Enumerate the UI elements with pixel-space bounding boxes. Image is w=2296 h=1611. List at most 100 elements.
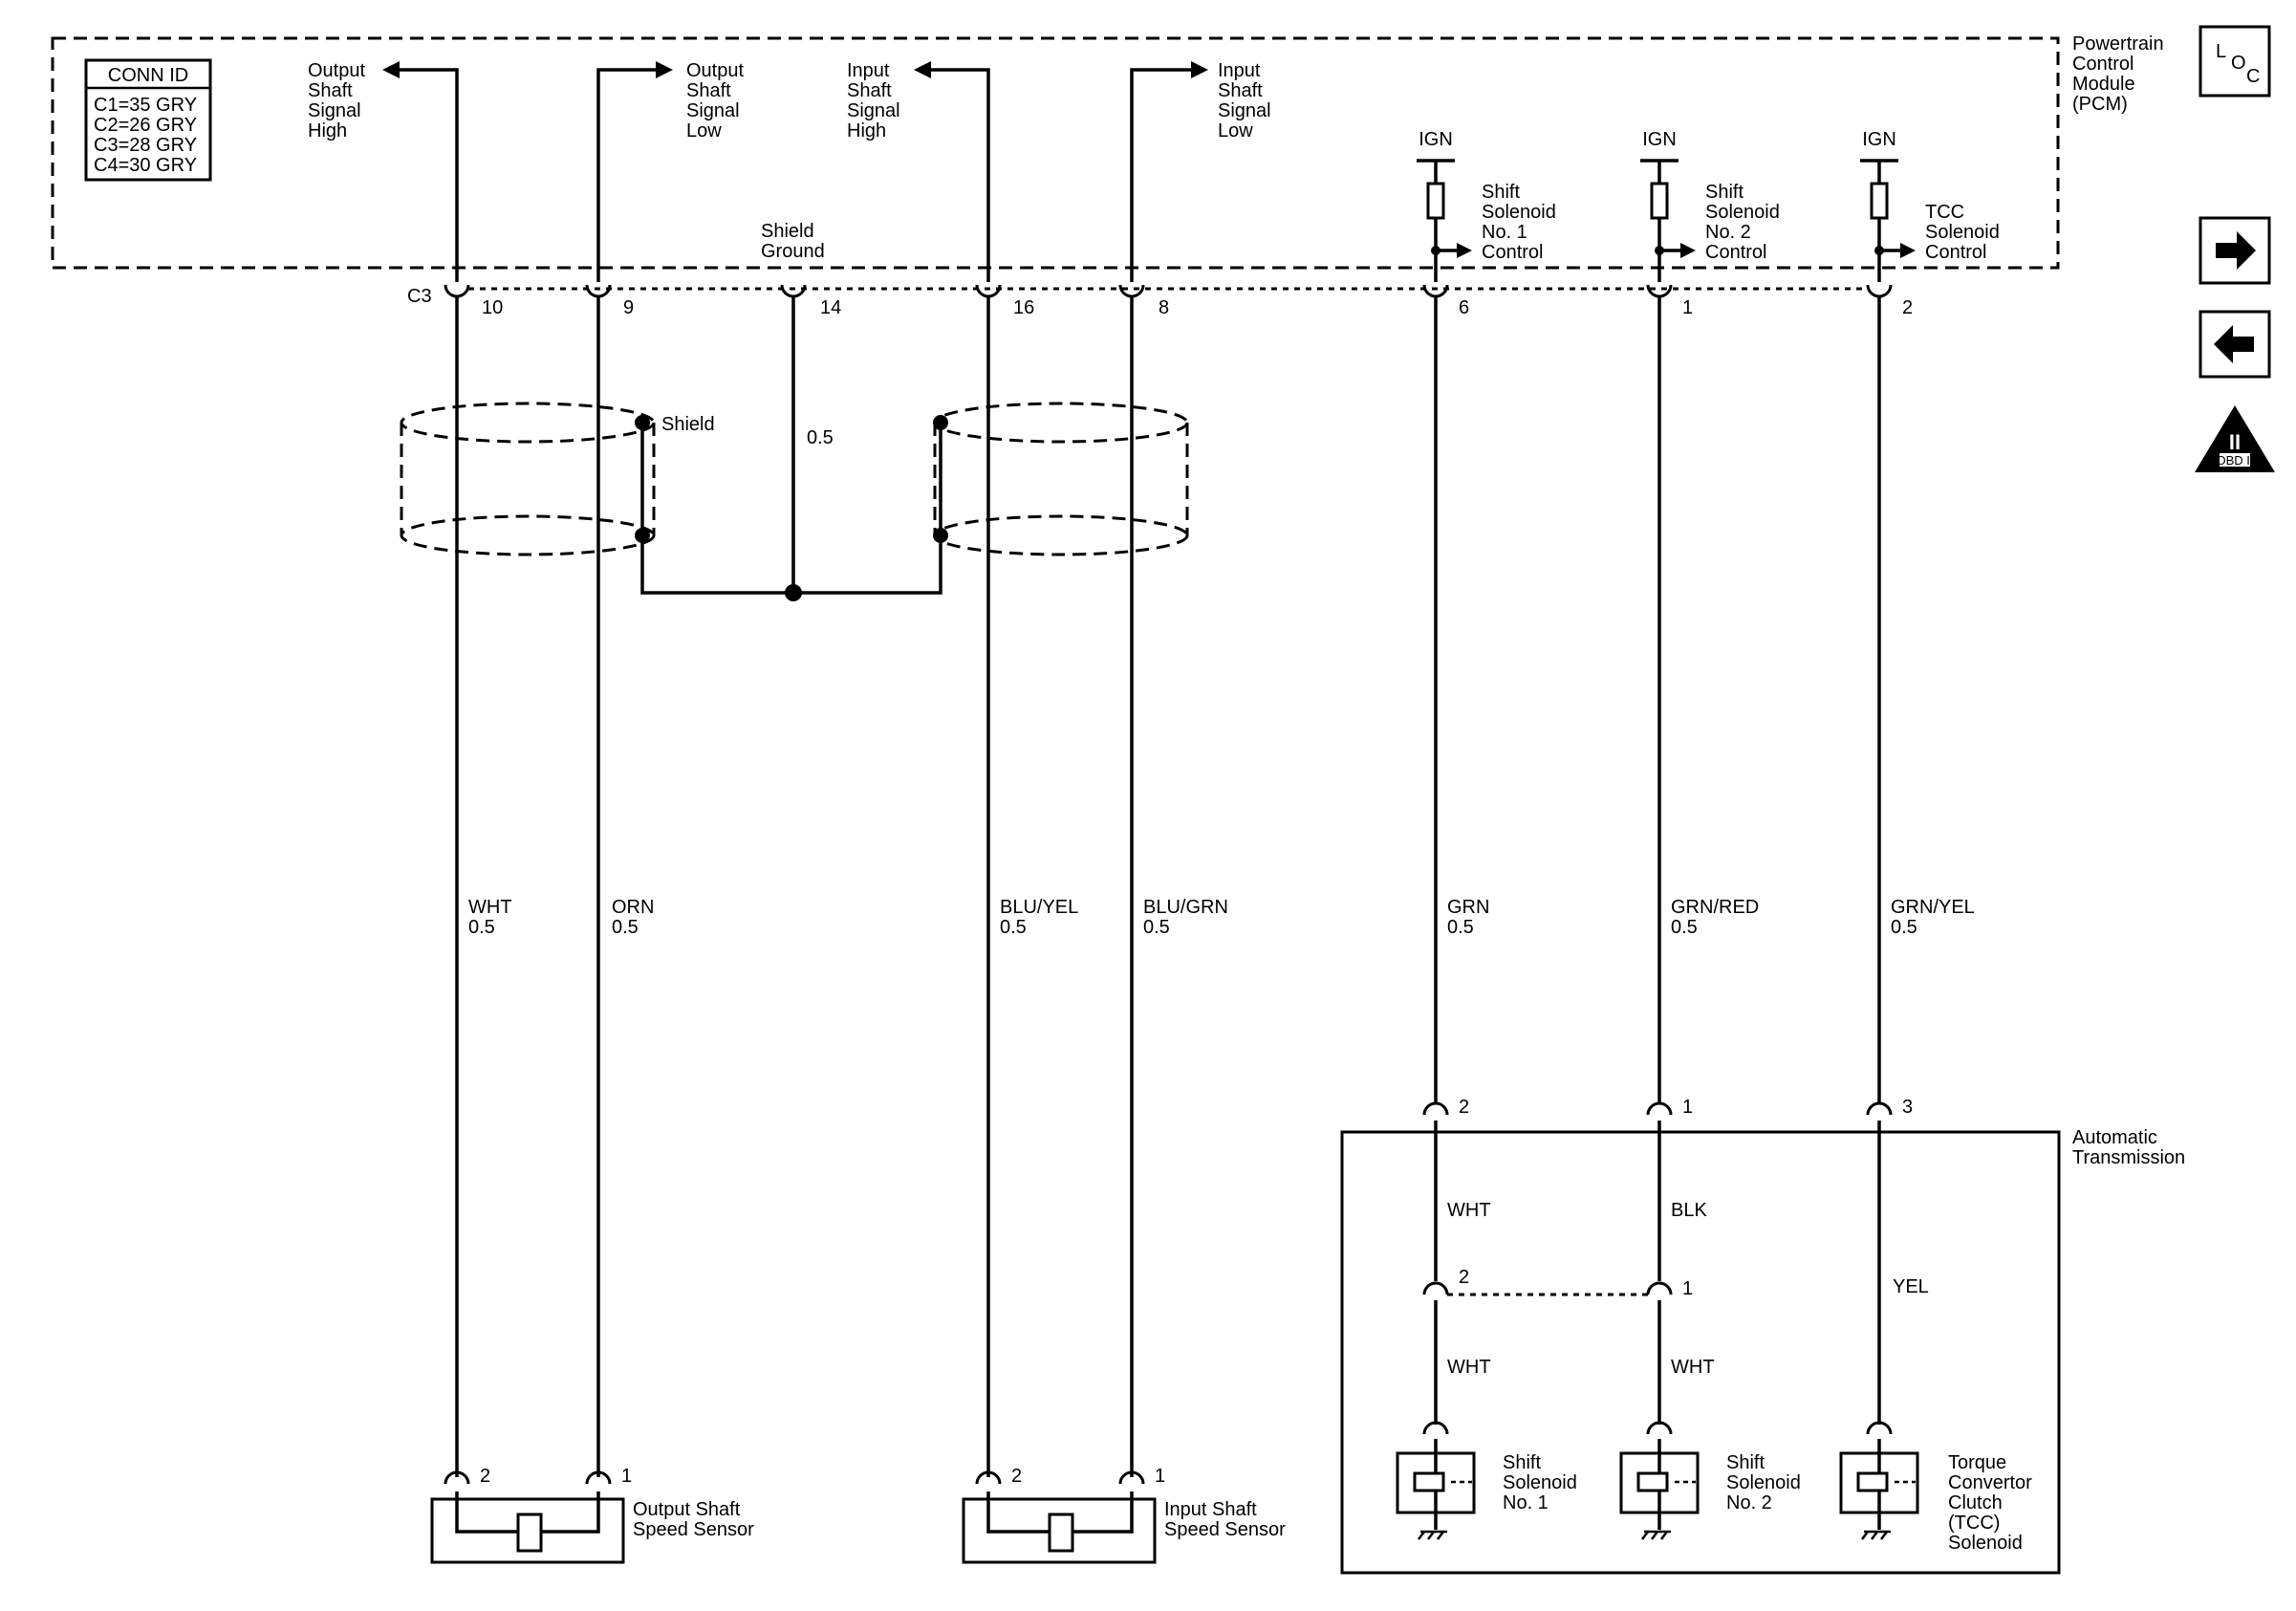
wire-gauge: 0.5 <box>1447 917 1474 938</box>
shift-solenoid-2: Shift Solenoid No. 2 <box>1619 1421 1801 1540</box>
solenoid-label: (TCC) <box>1948 1513 2000 1534</box>
coil-icon <box>1636 1471 1669 1492</box>
control-label: Solenoid <box>1482 202 1556 223</box>
loc-letter: C <box>2246 66 2260 87</box>
control-label: Solenoid <box>1705 202 1780 223</box>
pin-number: 1 <box>1682 1278 1693 1299</box>
wire-color: YEL <box>1893 1276 1929 1297</box>
arrow-right-icon <box>1457 243 1472 258</box>
pin-number: 2 <box>1459 1097 1469 1118</box>
conn-id-table: CONN ID C1=35 GRY C2=26 GRY C3=28 GRY C4… <box>84 58 212 182</box>
wire-labels: WHT 0.5 ORN 0.5 BLU/YEL 0.5 BLU/GRN 0.5 … <box>468 897 1975 938</box>
obd-numeral: II <box>2229 430 2241 454</box>
pin-number: 10 <box>482 297 503 318</box>
ground-icon <box>1861 1530 1891 1540</box>
control-label: Shift <box>1482 182 1520 203</box>
next-page-button[interactable] <box>2199 216 2271 285</box>
signal-label: Low <box>686 120 722 142</box>
pin-number: 9 <box>623 297 634 318</box>
trans-connector-inner <box>1422 1281 1673 1295</box>
arrow-right-icon <box>1900 243 1916 258</box>
solenoid-label: No. 1 <box>1503 1492 1549 1513</box>
sensor-label: Input Shaft <box>1164 1499 1257 1520</box>
input-shaft-signal-low: Input Shaft Signal Low <box>1130 60 1271 282</box>
shield-output-pair <box>400 402 656 556</box>
signal-label: Input <box>847 60 890 81</box>
connector-id: C3 <box>407 286 432 307</box>
sensor-label: Speed Sensor <box>1164 1519 1286 1540</box>
conn-id-row: C3=28 GRY <box>94 135 197 156</box>
trans-connector-top <box>1422 1101 1893 1116</box>
signal-label: Signal <box>1218 100 1271 121</box>
pcm-boundary <box>51 36 2060 270</box>
pin-number: 2 <box>1011 1466 1022 1487</box>
pin-number: 14 <box>820 297 841 318</box>
wire-gauge: 0.5 <box>1891 917 1917 938</box>
sensor-coil-icon <box>516 1513 543 1553</box>
wire-color: BLU/GRN <box>1143 897 1228 918</box>
wire-color: GRN <box>1447 897 1489 918</box>
control-label: No. 1 <box>1482 222 1527 243</box>
trans-internal-wires <box>1434 1121 1881 1425</box>
wire-gauge: 0.5 <box>468 917 495 938</box>
resistor-icon <box>1650 182 1669 220</box>
conn-id-row: C2=26 GRY <box>94 115 197 136</box>
trans-label: Automatic <box>2072 1127 2157 1148</box>
control-label: Control <box>1482 242 1543 263</box>
pin-number: 2 <box>480 1466 490 1487</box>
solenoid-label: Solenoid <box>1948 1533 2023 1554</box>
ign-feed-tcc: IGN TCC Solenoid Control <box>1860 129 2000 282</box>
resistor-icon <box>1426 182 1445 220</box>
wire-gauge: 0.5 <box>612 917 639 938</box>
wire-color: BLU/YEL <box>1000 897 1078 918</box>
input-shaft-speed-sensor: 2 1 Input Shaft Speed Sensor <box>962 1466 1286 1564</box>
pin-number: 3 <box>1902 1097 1913 1118</box>
signal-label: High <box>847 120 886 142</box>
wire-color: GRN/YEL <box>1891 897 1975 918</box>
conn-id-title: CONN ID <box>108 65 188 86</box>
pin-number: 2 <box>1459 1267 1469 1288</box>
solenoid-label: Convertor <box>1948 1472 2032 1493</box>
shield-label: Shield <box>661 414 715 435</box>
ign-label: IGN <box>1862 129 1896 150</box>
pcm-label-line: Module <box>2072 74 2135 95</box>
solenoid-label: Solenoid <box>1726 1472 1801 1493</box>
shield-input-pair <box>933 402 1189 556</box>
signal-label: Signal <box>686 100 740 121</box>
solenoid-label: Shift <box>1726 1452 1765 1473</box>
pin-number: 1 <box>1682 1097 1693 1118</box>
pcm-label: Powertrain Control Module (PCM) <box>2072 33 2164 115</box>
signal-label: Shaft <box>847 80 892 101</box>
obd-ii-button[interactable]: II OBD II <box>2195 405 2275 472</box>
wire-color: WHT <box>468 897 512 918</box>
signal-label: Shaft <box>686 80 731 101</box>
solenoid-label: Solenoid <box>1503 1472 1577 1493</box>
signal-label: Shaft <box>1218 80 1263 101</box>
arrow-left-icon <box>2214 325 2254 363</box>
wire-color: WHT <box>1447 1357 1491 1378</box>
trans-label: Transmission <box>2072 1147 2185 1168</box>
conn-id-row: C1=35 GRY <box>94 95 197 116</box>
solenoid-label: Clutch <box>1948 1492 2003 1513</box>
shield-drain-wiring <box>635 415 948 601</box>
trans-wire-labels: WHT BLK YEL WHT WHT <box>1447 1200 1929 1378</box>
location-button[interactable]: L O C <box>2199 25 2271 98</box>
previous-page-button[interactable] <box>2199 310 2271 379</box>
ground-icon <box>1418 1530 1447 1540</box>
signal-label: Output <box>686 60 744 81</box>
arrow-left-icon <box>382 61 400 78</box>
control-label: Shift <box>1705 182 1744 203</box>
obd-label: OBD II <box>2216 453 2253 468</box>
arrow-right-icon <box>2216 231 2256 270</box>
wire-gauge: 0.5 <box>1143 917 1170 938</box>
wire-gauge: 0.5 <box>1671 917 1698 938</box>
conn-id-row: C4=30 GRY <box>94 155 197 176</box>
obd-warning-triangle-icon <box>2195 405 2275 472</box>
loc-letter: L <box>2216 41 2226 62</box>
coil-icon <box>1856 1471 1889 1492</box>
pin-number: 8 <box>1159 297 1169 318</box>
pin-number: 1 <box>621 1466 632 1487</box>
pin-number: 6 <box>1459 297 1469 318</box>
control-label: TCC <box>1925 202 1964 223</box>
